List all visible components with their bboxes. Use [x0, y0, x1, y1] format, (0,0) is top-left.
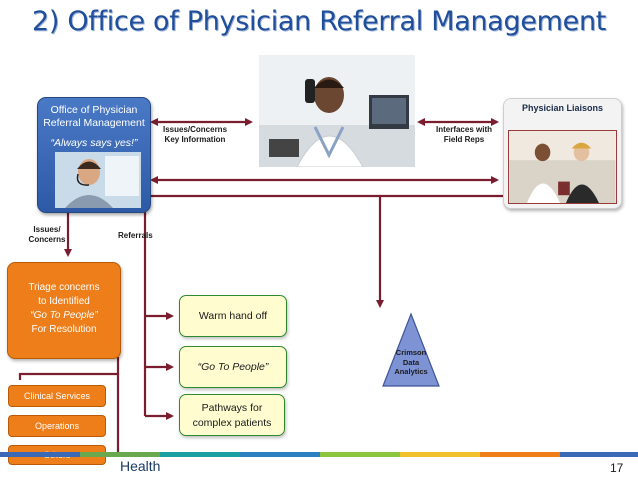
issues-key-info-label: Issues/Concerns Key Information: [162, 125, 228, 144]
footer-brand: Health: [120, 458, 161, 474]
ophr-box: Office of Physician Referral Management …: [37, 97, 151, 213]
liaisons-title: Physician Liaisons: [521, 103, 604, 113]
category-operations: Operations: [8, 415, 106, 437]
crimson-triangle: [382, 312, 440, 387]
footer-color-bar: [0, 452, 638, 457]
crimson-label: Crimson Data Analytics: [394, 348, 428, 376]
triage-box: Triage concerns to Identified “Go To Peo…: [7, 262, 121, 359]
page-title: 2) Office of Physician Referral Manageme…: [31, 6, 607, 37]
warm-handoff-box: Warm hand off: [179, 295, 287, 337]
triage-line2: to Identified: [38, 296, 90, 307]
issues-concerns-label: Issues/ Concerns: [28, 225, 66, 244]
triage-to-categories: [18, 357, 120, 380]
triage-line1: Triage concerns: [28, 282, 100, 293]
triage-line4: For Resolution: [31, 324, 97, 335]
arrow-to-crimson: [108, 194, 384, 308]
interfaces-field-reps-label: Interfaces with Field Reps: [435, 125, 492, 144]
doctor-phone-photo: [259, 55, 415, 167]
ophr-line1: Office of Physician: [50, 104, 138, 116]
headset-agent-photo: [55, 152, 141, 208]
page-number: 17: [610, 461, 624, 475]
ophr-tagline: “Always says yes!”: [50, 137, 138, 149]
triage-line3: “Go To People”: [30, 310, 98, 321]
referrals-label: Referrals: [118, 231, 153, 240]
category-clinical-services: Clinical Services: [8, 385, 106, 407]
physician-liaisons-box: Physician Liaisons: [503, 98, 622, 209]
pathways-box: Pathways for complex patients: [179, 394, 285, 436]
ophr-line2: Referral Management: [43, 117, 145, 129]
liaisons-photo: [508, 130, 617, 204]
go-to-people-box: “Go To People”: [179, 346, 287, 388]
